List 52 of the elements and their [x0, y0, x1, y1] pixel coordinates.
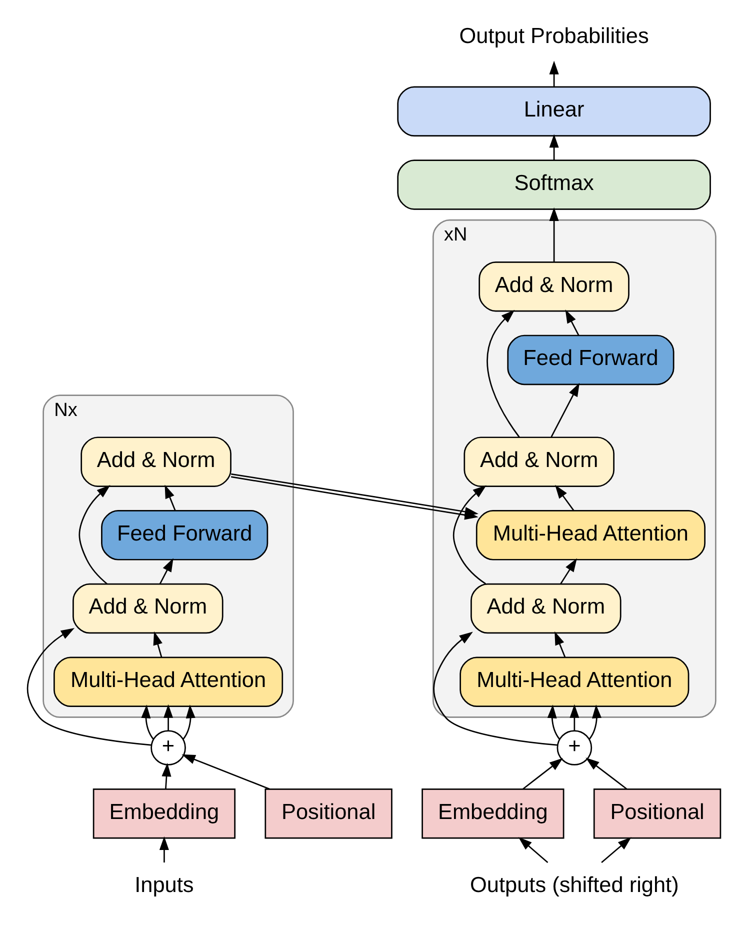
arrow: [518, 837, 548, 863]
arrow: [550, 382, 580, 438]
node-text: Output Probabilities: [458, 23, 648, 48]
arrow: [546, 704, 560, 740]
node-box: Feed Forward: [506, 334, 674, 386]
node-box: Multi-Head Attention: [53, 656, 283, 707]
node-box: Add & Norm: [463, 436, 614, 487]
arrow: [522, 758, 562, 790]
arrow: [26, 628, 151, 746]
node-box: Positional: [264, 788, 392, 839]
arrow: [452, 485, 486, 584]
node-box: Softmax: [396, 160, 710, 210]
arrow: [564, 310, 579, 336]
node-box: Embedding: [421, 788, 564, 839]
arrow: [600, 837, 631, 864]
node-box: Add & Norm: [72, 583, 223, 634]
arrow: [432, 632, 557, 746]
arrow: [158, 836, 168, 862]
arrow: [554, 631, 566, 658]
arrow: [161, 762, 171, 790]
node-text: Inputs: [134, 872, 194, 898]
arrow: [486, 310, 520, 438]
node-box: Positional: [592, 788, 721, 839]
arrow: [560, 558, 576, 584]
node-circle: +: [150, 730, 186, 766]
node-box: Linear: [396, 86, 710, 136]
node-circle: +: [556, 730, 592, 766]
arrow: [158, 558, 173, 584]
arrow: [163, 704, 173, 730]
node-box: Feed Forward: [100, 510, 268, 560]
node-text: Outputs (shifted right): [470, 872, 678, 898]
node-box: Add & Norm: [80, 436, 231, 487]
arrow: [588, 704, 602, 740]
arrow: [152, 631, 162, 658]
arrow: [554, 484, 574, 512]
arrow: [164, 484, 176, 511]
arrow: [585, 758, 627, 790]
arrow: [569, 704, 579, 730]
arrow: [548, 60, 558, 87]
node-box: Add & Norm: [470, 583, 621, 634]
node-box: Embedding: [92, 788, 236, 839]
arrow: [140, 704, 154, 740]
arrow: [182, 704, 195, 740]
node-label: xN: [443, 224, 467, 246]
arrow: [181, 754, 270, 790]
node-box: Multi-Head Attention: [459, 656, 689, 707]
node-label: Nx: [54, 400, 77, 421]
arrow: [78, 485, 110, 584]
node-box: Multi-Head Attention: [475, 510, 706, 560]
arrow: [548, 207, 558, 262]
arrow: [548, 134, 558, 160]
node-box: Add & Norm: [478, 261, 629, 312]
